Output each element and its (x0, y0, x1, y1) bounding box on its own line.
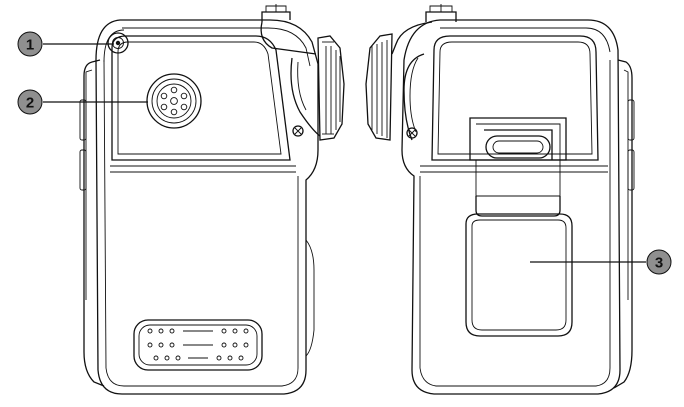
camera-back-view (365, 4, 635, 395)
callout-2-label: 2 (26, 95, 34, 112)
camera-front-view (79, 4, 345, 395)
strap-hook-icon (107, 32, 129, 54)
latch-icon (469, 117, 567, 197)
callout-1-label: 1 (26, 37, 34, 54)
lens-barrel (317, 35, 345, 141)
speaker-grille (133, 319, 263, 371)
callout-3: 3 (530, 249, 672, 275)
screw-icon (292, 125, 304, 137)
callout-1: 1 (17, 31, 114, 57)
battery-cover (465, 196, 573, 337)
screw-icon (406, 127, 418, 139)
microphone-icon (146, 73, 202, 129)
callout-2: 2 (17, 89, 148, 115)
callout-3-label: 3 (655, 255, 663, 272)
lens-barrel-back (365, 33, 393, 141)
